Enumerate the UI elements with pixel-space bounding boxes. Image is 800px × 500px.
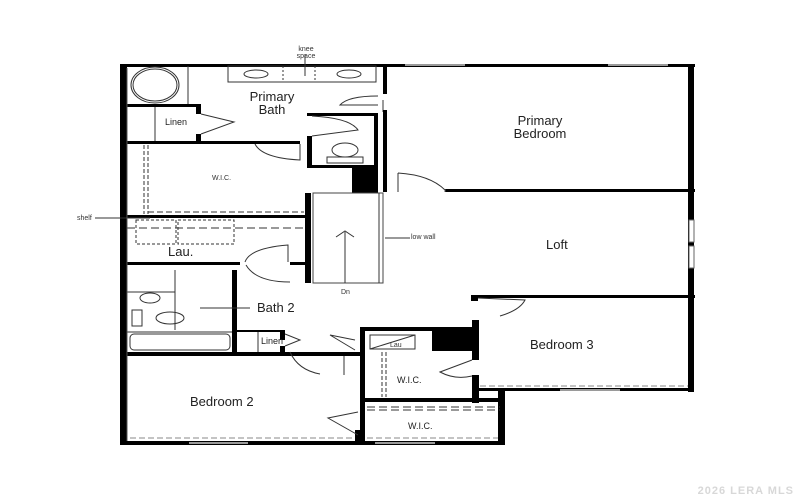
primary-bath-line1: Primary [249, 89, 295, 104]
room-label-wic-2: W.I.C. [397, 375, 422, 385]
interior-walls [120, 64, 695, 445]
room-label-bedroom-3: Bedroom 3 [530, 337, 594, 352]
primary-bath-line2: Bath [258, 102, 286, 117]
annotation-knee-space: knee space [292, 46, 320, 60]
primary-bedroom-line2: Bedroom [513, 126, 567, 141]
room-label-laundry-small: Lau [390, 342, 402, 349]
knee-space-line1: knee [298, 46, 314, 53]
watermark: 2026 LERA MLS [697, 485, 794, 497]
room-label-linen-1: Linen [165, 117, 188, 127]
room-label-wic-1: W.I.C. [212, 175, 232, 182]
exterior-walls [120, 64, 695, 445]
door-swings [200, 95, 526, 436]
room-label-wic-3: W.I.C. [408, 421, 433, 431]
room-label-primary-bath: Primary Bath [232, 90, 312, 116]
room-label-linen-2: Linen [261, 336, 284, 346]
knee-space-line2: space [296, 53, 316, 60]
room-label-primary-bedroom: Primary Bedroom [495, 114, 585, 140]
room-label-laundry: Lau. [168, 244, 194, 259]
thin-walls [126, 68, 446, 441]
room-label-loft: Loft [546, 237, 568, 252]
annotation-shelf: shelf [77, 215, 92, 222]
room-label-bath-2: Bath 2 [257, 300, 295, 315]
primary-bedroom-line1: Primary [517, 113, 563, 128]
room-label-bedroom-2: Bedroom 2 [190, 394, 254, 409]
annotation-low-wall: low wall [411, 234, 436, 241]
annotation-stairs-down: Dn [341, 289, 350, 296]
fixtures [95, 54, 688, 439]
